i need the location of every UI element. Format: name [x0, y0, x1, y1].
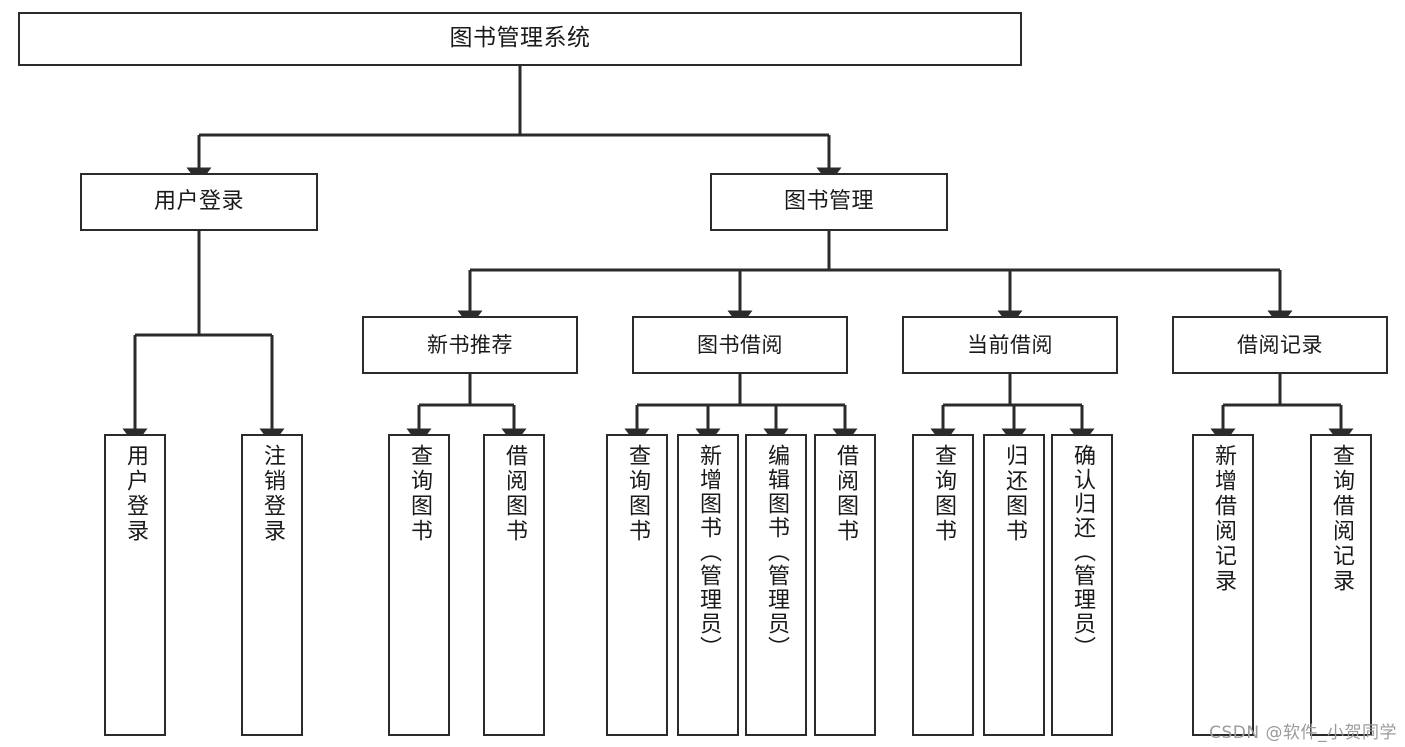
node-label-book-borrow: 图书借阅 [697, 332, 783, 357]
node-root[interactable]: 图书管理系统 [18, 12, 1022, 66]
node-label-leaf-query-book-1: 查询图书 [407, 444, 432, 544]
node-leaf-user-login[interactable]: 用户登录 [104, 434, 166, 736]
node-label-book-manage: 图书管理 [783, 189, 874, 215]
node-label-leaf-query-book-2: 查询图书 [625, 444, 650, 544]
node-label-leaf-logout: 注销登录 [260, 444, 285, 544]
node-borrow-record[interactable]: 借阅记录 [1172, 316, 1388, 374]
node-label-leaf-borrow-book-2: 借阅图书 [833, 444, 858, 544]
node-book-borrow[interactable]: 图书借阅 [632, 316, 848, 374]
node-label-leaf-user-login: 用户登录 [123, 444, 148, 544]
node-leaf-return-book[interactable]: 归还图书 [983, 434, 1045, 736]
node-leaf-query-book-1[interactable]: 查询图书 [388, 434, 450, 736]
node-leaf-query-book-2[interactable]: 查询图书 [606, 434, 668, 736]
node-leaf-logout[interactable]: 注销登录 [241, 434, 303, 736]
node-leaf-add-record[interactable]: 新增借阅记录 [1192, 434, 1254, 736]
node-label-leaf-return-book: 归还图书 [1002, 444, 1027, 544]
edge-group [122, 66, 1354, 446]
node-book-manage[interactable]: 图书管理 [710, 173, 948, 231]
node-label-user-login: 用户登录 [153, 189, 244, 215]
node-label-leaf-query-book-3: 查询图书 [931, 444, 956, 544]
node-leaf-query-book-3[interactable]: 查询图书 [912, 434, 974, 736]
node-label-leaf-add-record: 新增借阅记录 [1211, 444, 1236, 594]
node-label-borrow-record: 借阅记录 [1237, 332, 1323, 357]
node-label-leaf-borrow-book-1: 借阅图书 [502, 444, 527, 544]
node-leaf-add-book[interactable]: 新增图书（管理员） [677, 434, 739, 736]
node-leaf-edit-book[interactable]: 编辑图书（管理员） [745, 434, 807, 736]
node-user-login[interactable]: 用户登录 [80, 173, 318, 231]
node-leaf-borrow-book-1[interactable]: 借阅图书 [483, 434, 545, 736]
node-current-borrow[interactable]: 当前借阅 [902, 316, 1118, 374]
node-new-book-rec[interactable]: 新书推荐 [362, 316, 578, 374]
node-label-current-borrow: 当前借阅 [967, 332, 1053, 357]
node-leaf-borrow-book-2[interactable]: 借阅图书 [814, 434, 876, 736]
node-label-root: 图书管理系统 [449, 25, 591, 52]
node-label-leaf-confirm-return: 确认归还（管理员） [1070, 444, 1095, 660]
node-label-leaf-add-book: 新增图书（管理员） [696, 444, 721, 660]
node-label-leaf-edit-book: 编辑图书（管理员） [764, 444, 789, 660]
watermark-label: CSDN @软件_小贺同学 [1209, 723, 1397, 743]
node-leaf-confirm-return[interactable]: 确认归还（管理员） [1051, 434, 1113, 736]
node-label-leaf-query-record: 查询借阅记录 [1329, 444, 1354, 594]
node-leaf-query-record[interactable]: 查询借阅记录 [1310, 434, 1372, 736]
node-label-new-book-rec: 新书推荐 [427, 332, 513, 357]
